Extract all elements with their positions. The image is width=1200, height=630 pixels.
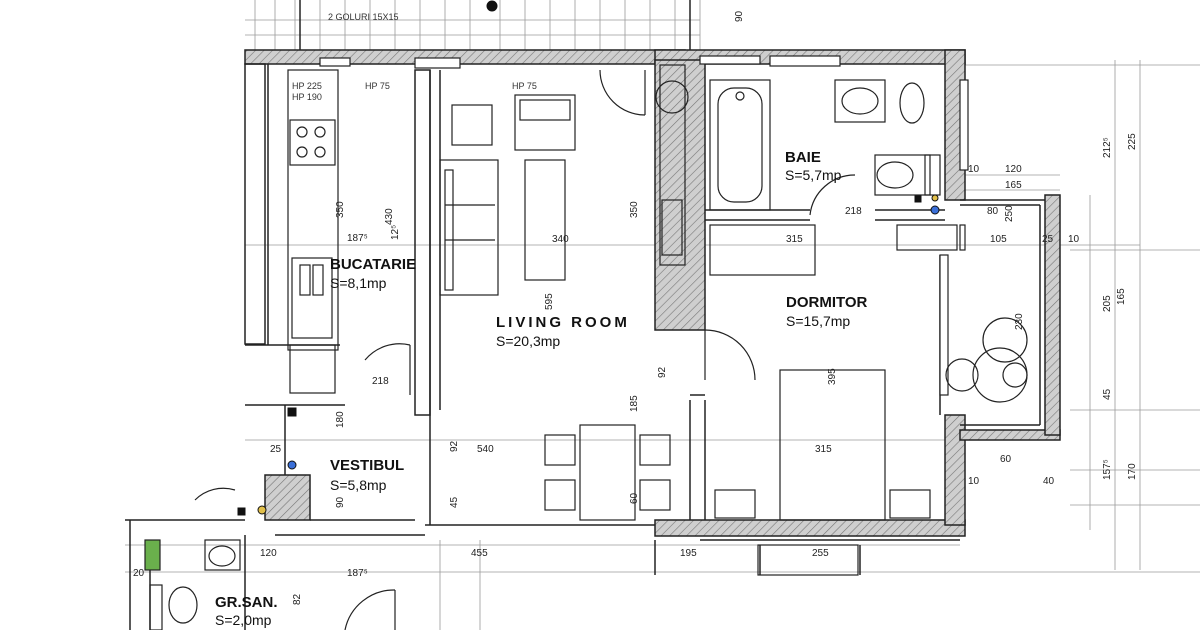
dim-label: 195: [680, 548, 697, 559]
dim-label: 45: [1102, 388, 1113, 400]
wc-area: S=2,0mp: [215, 612, 272, 628]
dim-label: 187⁵: [347, 568, 368, 579]
dim-label: 180: [335, 411, 346, 428]
dim-label: 120: [1005, 164, 1022, 175]
living-room-area: S=20,3mp: [496, 333, 560, 349]
bath-area: S=5,7mp: [785, 167, 842, 183]
dim-label: 60: [1000, 454, 1012, 465]
dim-label: 250: [1004, 205, 1015, 222]
dim-label: 82: [292, 593, 303, 605]
dim-label: 540: [477, 444, 494, 455]
hp190-note: HP 190: [292, 92, 322, 102]
dim-label: 90: [335, 496, 346, 508]
dim-label: 225: [1127, 133, 1138, 150]
hp75-note-living: HP 75: [512, 81, 537, 91]
living-furniture: [439, 64, 689, 521]
living-room-name: LIVING ROOM: [496, 314, 630, 331]
bedroom-name: DORMITOR: [786, 294, 868, 311]
dim-label: 170: [1127, 463, 1138, 480]
dim-label: 205: [1102, 295, 1113, 312]
bathroom-fixtures: [709, 79, 966, 251]
dim-label: 120: [260, 548, 277, 559]
dim-label: 218: [372, 376, 389, 387]
hp75-note-kitchen: HP 75: [365, 81, 390, 91]
dim-label: 350: [629, 201, 640, 218]
dim-label: 350: [335, 201, 346, 218]
dim-label: 10: [968, 476, 980, 487]
hall-name: VESTIBUL: [330, 457, 404, 474]
dim-label: 430: [384, 208, 395, 225]
dim-label: 340: [552, 234, 569, 245]
dim-label: 10: [1068, 234, 1080, 245]
windows: [319, 55, 969, 396]
dim-label: 157⁵: [1102, 459, 1113, 480]
dim-label: 25: [1042, 234, 1054, 245]
doors: [194, 69, 856, 630]
dim-label: 315: [786, 234, 803, 245]
hall-area: S=5,8mp: [330, 477, 387, 493]
wc-name: GR.SAN.: [215, 594, 278, 611]
dim-label: 80: [987, 206, 999, 217]
dim-label: 185: [629, 395, 640, 412]
bedroom-furniture: [709, 224, 931, 576]
dim-label: 40: [1043, 476, 1055, 487]
dim-label: 212⁵: [1102, 137, 1113, 158]
dim-label: 165: [1116, 288, 1127, 305]
dim-label: 455: [471, 548, 488, 559]
dim-label: 92: [449, 440, 460, 452]
dim-label: 45: [449, 496, 460, 508]
balcony-plants: [945, 317, 1028, 403]
kitchen-fixtures: [287, 69, 339, 394]
dim-label: 60: [629, 492, 640, 504]
bedroom-area: S=15,7mp: [786, 313, 850, 329]
dim-label: 315: [815, 444, 832, 455]
installation-markers: [237, 0, 940, 516]
dim-label: 595: [544, 293, 555, 310]
dim-label: 255: [812, 548, 829, 559]
kitchen-name: BUCATARIE: [330, 256, 416, 273]
dim-label: 395: [827, 368, 838, 385]
dim-label: 20: [133, 568, 145, 579]
wc-fixtures: [144, 539, 241, 630]
dim-label: 165: [1005, 180, 1022, 191]
openings-note: 2 GOLURI 15X15: [328, 12, 399, 22]
vertical-dims: 350 430 350 595 395 225 212⁵ 205 165 45 …: [292, 10, 1138, 605]
dim-label: 230: [1014, 313, 1025, 330]
kitchen-area: S=8,1mp: [330, 275, 387, 291]
dim-label: 218: [845, 206, 862, 217]
dim-label: 187⁵: [347, 233, 368, 244]
dim-label: 25: [270, 444, 282, 455]
dim-label: 10: [968, 164, 980, 175]
dim-label: 105: [990, 234, 1007, 245]
bath-name: BAIE: [785, 149, 821, 166]
dim-label: 90: [734, 10, 745, 22]
hp225-note: HP 225: [292, 81, 322, 91]
dim-label: 12⁵: [390, 225, 401, 240]
dim-label: 92: [657, 366, 668, 378]
